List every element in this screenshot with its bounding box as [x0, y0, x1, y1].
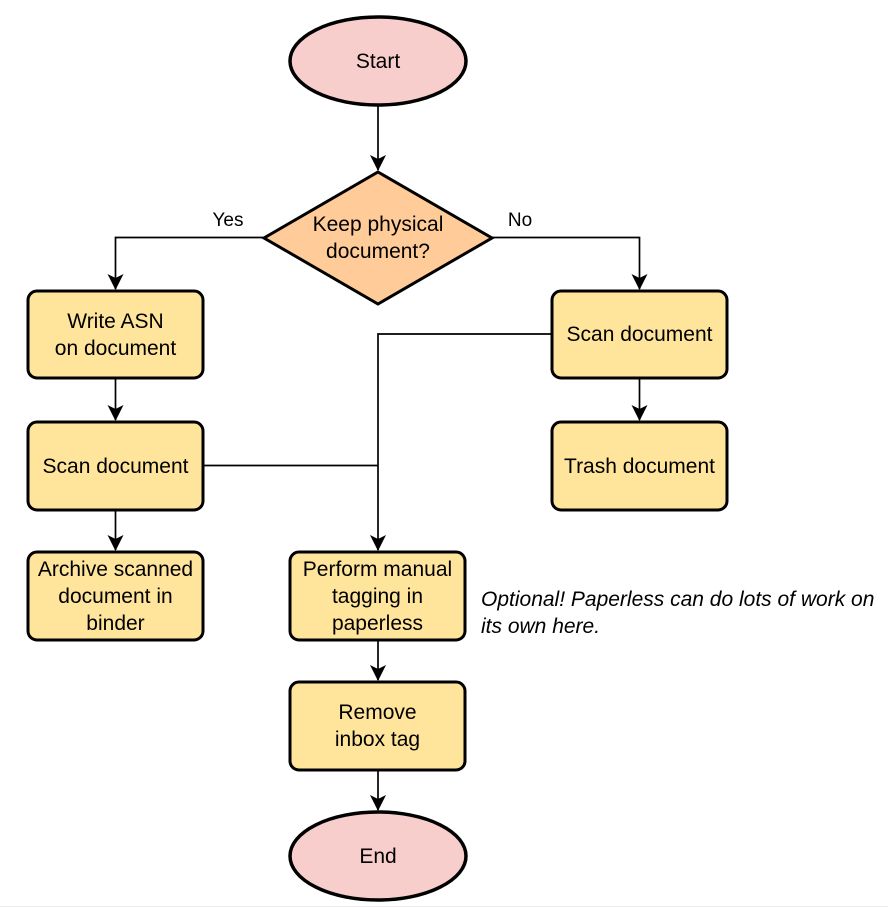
write-asn-node-label: Write ASN on document — [54, 309, 177, 360]
remove-inbox-node-label: Remove inbox tag — [334, 701, 421, 751]
tagging-process-shape — [288, 550, 467, 642]
edge-decision-no-to-scan-right — [492, 236, 648, 290]
edge-label-yes: Yes — [212, 210, 244, 231]
start-node-label: Start — [355, 49, 401, 73]
write-asn-process-shape — [26, 289, 205, 380]
scan-left-node-label: Scan document — [42, 454, 189, 478]
edge-scan-right-to-tagging — [370, 333, 551, 551]
scan-left-process-shape — [26, 420, 205, 512]
edge-decision-yes-to-write-asn — [107, 236, 264, 290]
decision-node-label: Keep physical document? — [312, 213, 444, 263]
edge-label-no: No — [507, 210, 533, 231]
end-terminator-shape — [288, 810, 468, 902]
remove-inbox-process-shape — [288, 680, 467, 772]
scan-right-node-label: Scan document — [566, 323, 713, 346]
optional-note-text: Optional! Paperless can do lots of work … — [481, 588, 875, 638]
scan-right-process-shape — [550, 289, 729, 380]
trash-node-label: Trash document — [564, 454, 715, 478]
end-node-label: End — [359, 844, 397, 868]
archive-process-shape — [26, 550, 205, 642]
trash-process-shape — [550, 420, 729, 512]
tagging-node-label: Perform manual tagging in paperless — [302, 557, 453, 635]
start-terminator-shape — [288, 15, 468, 107]
archive-node-label: Archive scanned document in binder — [37, 557, 194, 635]
decision-diamond-shape — [261, 170, 495, 306]
